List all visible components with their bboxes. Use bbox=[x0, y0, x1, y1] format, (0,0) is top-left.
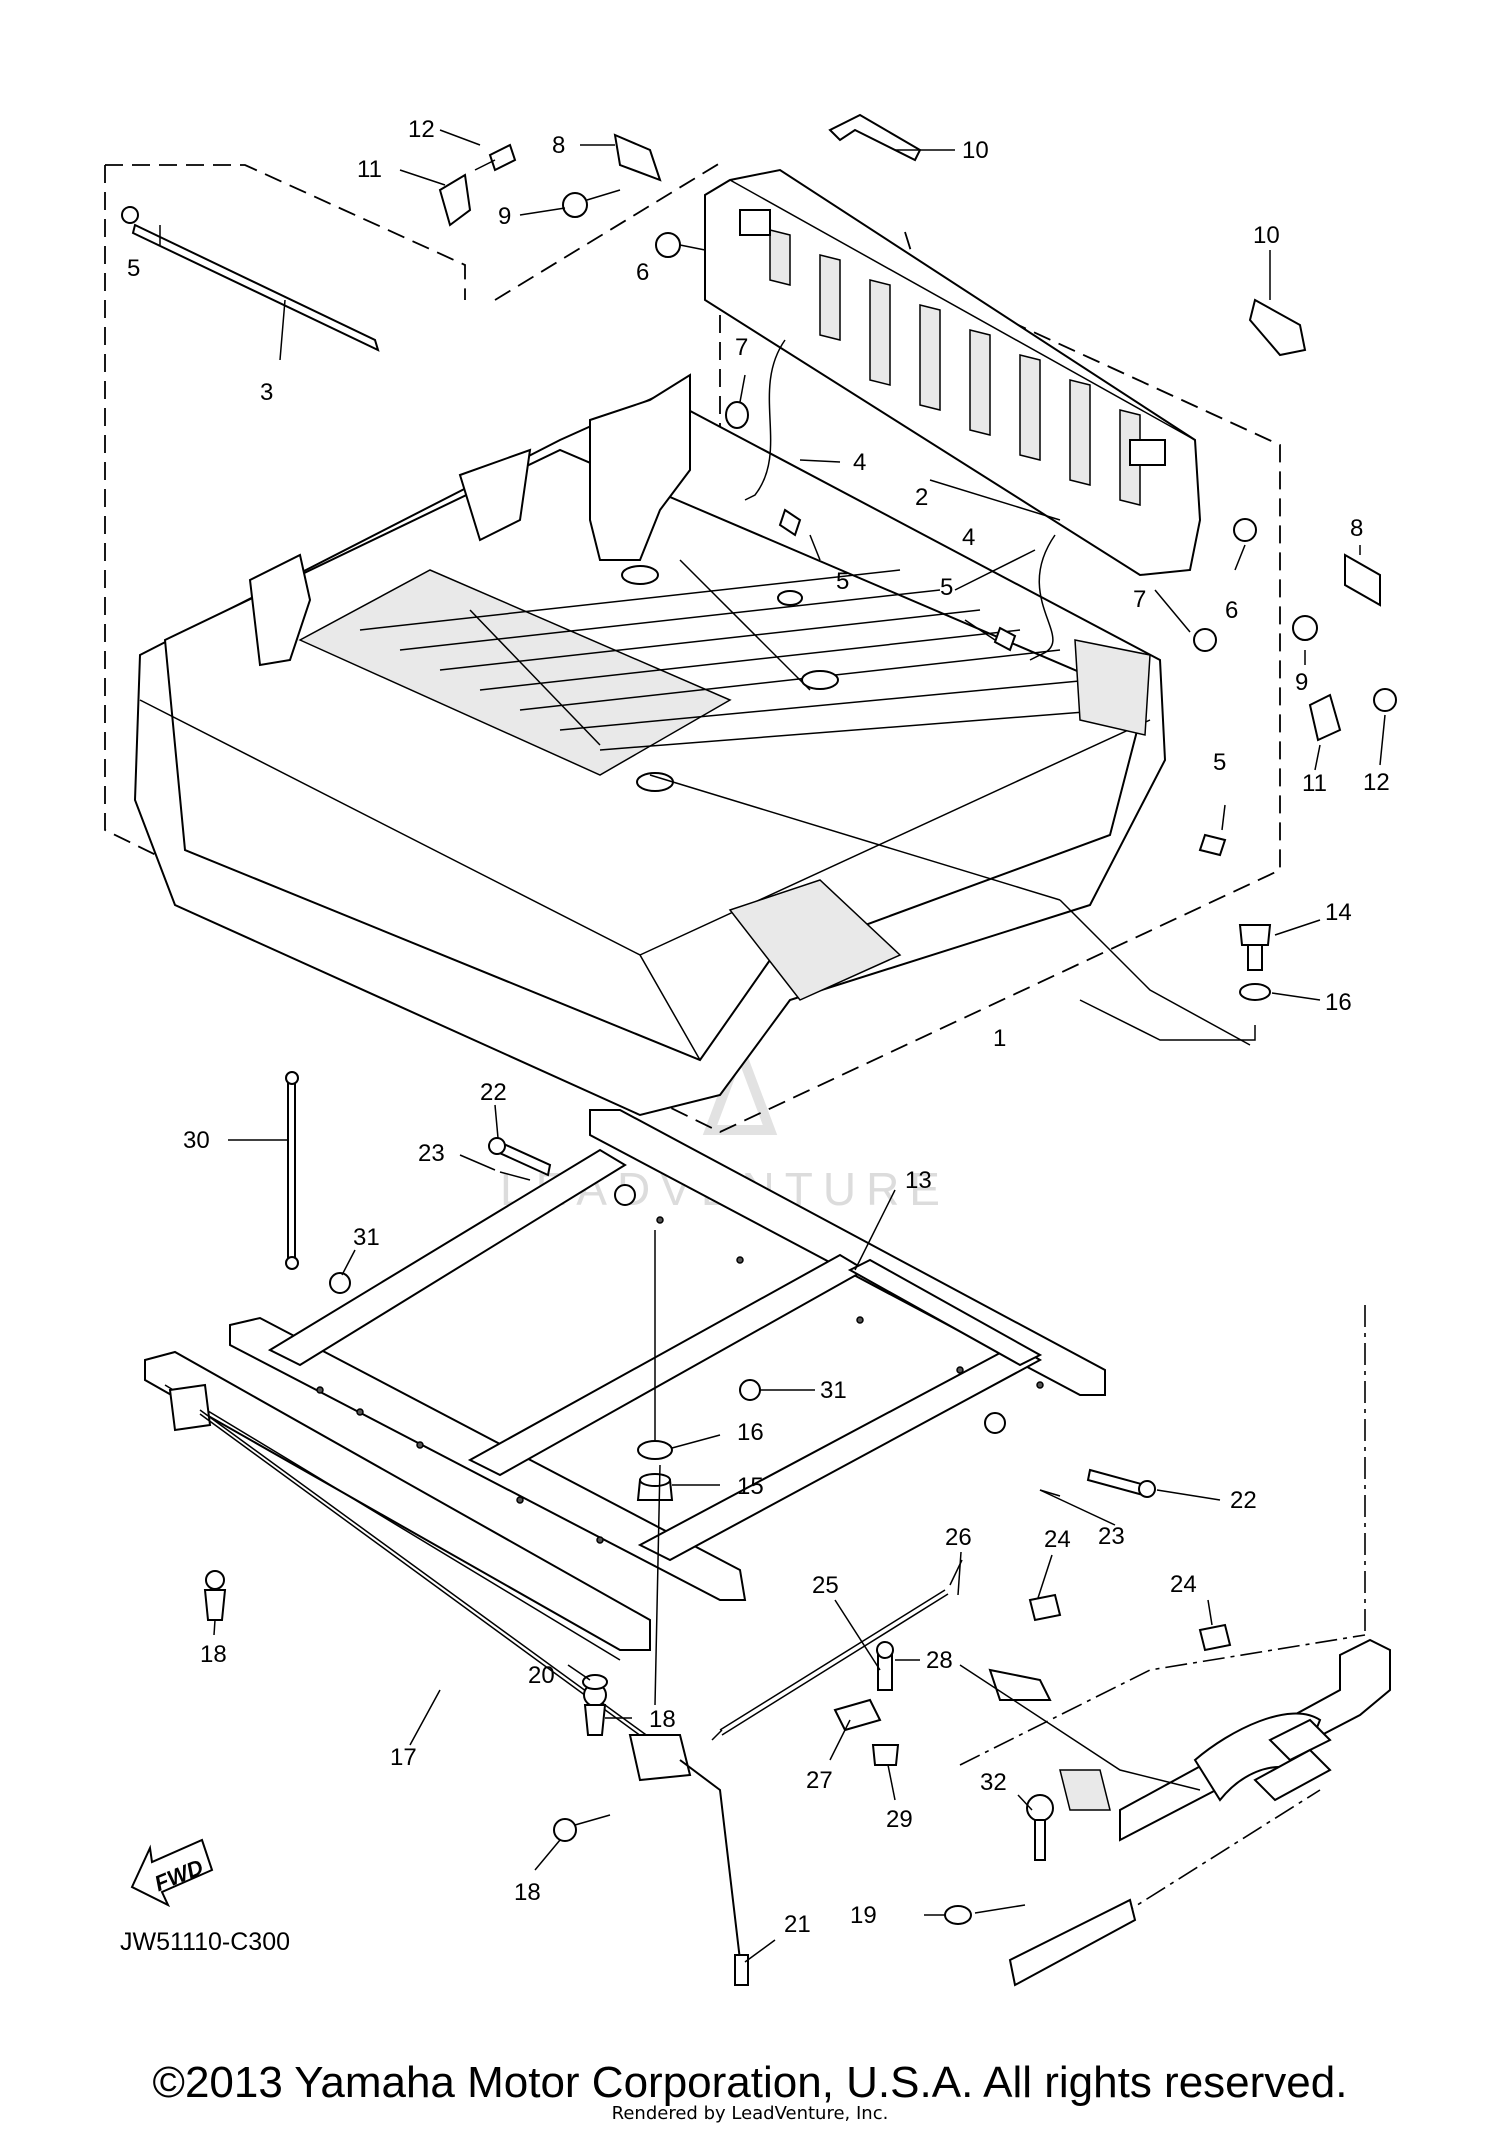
callout-15: 15 bbox=[737, 1473, 764, 1500]
callout-25: 25 bbox=[812, 1572, 839, 1599]
callout-32: 32 bbox=[980, 1769, 1007, 1796]
callout-13: 13 bbox=[905, 1167, 932, 1194]
diagram-code: JW51110-C300 bbox=[120, 1928, 290, 1956]
callout-5-top: 5 bbox=[127, 255, 140, 282]
gate-group-outline bbox=[494, 159, 726, 440]
callout-17: 17 bbox=[390, 1744, 417, 1771]
callout-11-top: 11 bbox=[357, 156, 382, 183]
pivot-pins bbox=[488, 1137, 1156, 1498]
callout-12-top: 12 bbox=[408, 116, 435, 143]
vehicle-frame bbox=[944, 1305, 1391, 1987]
cargo-bed bbox=[133, 373, 1167, 1117]
callout-6-top: 6 bbox=[636, 259, 649, 286]
callout-29: 29 bbox=[886, 1806, 913, 1833]
rear-frame bbox=[144, 1109, 1106, 1661]
callout-18-mid: 18 bbox=[649, 1706, 676, 1733]
callout-24-left: 24 bbox=[1044, 1526, 1071, 1553]
lock-rod bbox=[168, 1383, 749, 1986]
callout-20: 20 bbox=[528, 1662, 555, 1689]
callout-18-left: 18 bbox=[200, 1641, 227, 1668]
callout-23-right: 23 bbox=[1098, 1523, 1125, 1550]
callout-21: 21 bbox=[784, 1911, 811, 1938]
upper-leaders bbox=[159, 129, 1386, 1046]
cable-left bbox=[744, 339, 786, 501]
callout-4-left: 4 bbox=[853, 449, 866, 476]
callout-9-right: 9 bbox=[1295, 669, 1308, 696]
callout-16-lower: 16 bbox=[737, 1419, 764, 1446]
callout-10-top: 10 bbox=[962, 137, 989, 164]
callout-5-lower: 5 bbox=[940, 574, 953, 601]
callout-19: 19 bbox=[850, 1902, 877, 1929]
hardware bbox=[438, 113, 1397, 1001]
copyright-notice: ©2013 Yamaha Motor Corporation, U.S.A. A… bbox=[152, 2058, 1348, 2107]
lower-leaders bbox=[213, 1104, 1221, 1963]
callout-10-right: 10 bbox=[1253, 222, 1280, 249]
callout-7-left: 7 bbox=[735, 334, 748, 361]
callout-8-top: 8 bbox=[552, 132, 565, 159]
fwd-arrow: FWD bbox=[130, 1838, 214, 1908]
callout-24-right: 24 bbox=[1170, 1571, 1197, 1598]
callout-4-right: 4 bbox=[962, 524, 975, 551]
latch-rod bbox=[711, 1559, 963, 1766]
callout-18-bottom: 18 bbox=[514, 1879, 541, 1906]
callout-30: 30 bbox=[183, 1127, 210, 1154]
callouts: 1 2 3 4 4 5 5 5 5 6 6 7 7 8 8 9 9 10 10 … bbox=[127, 116, 1390, 1938]
callout-22-right: 22 bbox=[1230, 1487, 1257, 1514]
callout-12-right: 12 bbox=[1363, 769, 1390, 796]
tailgate bbox=[704, 168, 1202, 577]
support-bar bbox=[285, 1071, 761, 1401]
callout-31-left: 31 bbox=[353, 1224, 380, 1251]
callout-8-right: 8 bbox=[1350, 515, 1363, 542]
callout-27: 27 bbox=[806, 1767, 833, 1794]
callout-14: 14 bbox=[1325, 899, 1352, 926]
callout-16-right: 16 bbox=[1325, 989, 1352, 1016]
callout-11-right: 11 bbox=[1302, 770, 1327, 797]
callout-5-right: 5 bbox=[1213, 749, 1226, 776]
callout-28: 28 bbox=[926, 1647, 953, 1674]
callout-3: 3 bbox=[260, 379, 273, 406]
rendered-by-note: Rendered by LeadVenture, Inc. bbox=[611, 2103, 889, 2124]
callout-31-mid: 31 bbox=[820, 1377, 847, 1404]
callout-23-top: 23 bbox=[418, 1140, 445, 1167]
cushions bbox=[636, 1440, 674, 1501]
callout-1: 1 bbox=[993, 1025, 1006, 1052]
callout-9-top: 9 bbox=[498, 203, 511, 230]
callout-7-right: 7 bbox=[1133, 586, 1146, 613]
callout-26: 26 bbox=[945, 1524, 972, 1551]
support-rod bbox=[121, 206, 380, 352]
callout-6-right: 6 bbox=[1225, 597, 1238, 624]
callout-2: 2 bbox=[915, 484, 928, 511]
callout-22-top: 22 bbox=[480, 1079, 507, 1106]
cable-right bbox=[1029, 534, 1056, 661]
callout-5-mid: 5 bbox=[836, 568, 849, 595]
